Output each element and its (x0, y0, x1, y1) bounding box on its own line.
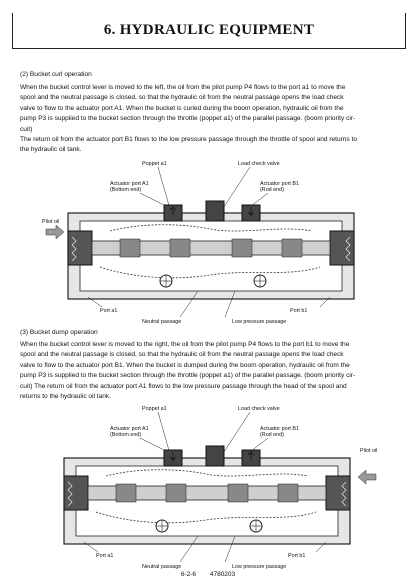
label-neutral-passage: Neutral passage (142, 319, 181, 325)
text-line: pump P3 is supplied to the bucket sectio… (20, 115, 356, 123)
curl-heading: (2) Bucket curl operation (20, 71, 92, 78)
label-poppet: Poppet a1 (142, 406, 167, 412)
text-line: When the bucket control lever is moved t… (20, 84, 346, 91)
label-poppet: Poppet a1 (142, 161, 167, 167)
label-actuator-b1: Actuator port B1 (260, 426, 299, 432)
document-code: 4780203 (209, 571, 236, 578)
label-actuator-a1-sub: (Bottom end) (110, 432, 141, 438)
text-line: pump P3 is supplied to the bucket sectio… (20, 372, 356, 380)
label-actuator-a1: Actuator port A1 (110, 181, 149, 187)
spool (91, 240, 331, 256)
label-port-a1: Port a1 (100, 308, 117, 314)
label-port-b1: Port b1 (290, 308, 307, 314)
curl-paragraph: When the bucket control lever is moved t… (20, 83, 402, 156)
pilot-oil-arrow-icon (45, 224, 65, 240)
label-load-check: Load check valve (238, 406, 280, 412)
text-line: returns to the hydraulic oil tank. (20, 393, 111, 401)
label-low-pressure-passage: Low pressure passage (232, 319, 286, 325)
label-actuator-a1: Actuator port A1 (110, 426, 149, 432)
dump-valve-diagram: Poppet a1 Load check valve Actuator port… (20, 402, 402, 570)
label-actuator-a1-sub: (Bottom end) (110, 187, 141, 193)
text-line: spool and the neutral passage is closed,… (20, 351, 344, 359)
label-actuator-b1-sub: (Rod end) (260, 432, 284, 438)
label-actuator-b1: Actuator port B1 (260, 181, 299, 187)
load-check-valve (205, 200, 225, 222)
spool (87, 485, 327, 501)
label-pilot-oil: Pilot oil (42, 219, 59, 225)
page-number: 6-2-6 (180, 571, 197, 578)
text-line: cuit) (20, 125, 33, 133)
load-check-valve (205, 445, 225, 467)
label-load-check: Load check valve (238, 161, 280, 167)
label-pilot-oil: Pilot oil (360, 448, 377, 454)
label-neutral-passage: Neutral passage (142, 564, 181, 570)
text-line: valve to flow to the actuator port B1. W… (20, 361, 350, 369)
text-line: When the bucket control lever is moved t… (20, 341, 350, 348)
dump-paragraph: When the bucket control lever is moved t… (20, 340, 402, 402)
label-port-a1: Port a1 (96, 553, 113, 559)
curl-valve-diagram: Poppet a1 Load check valve Actuator port… (20, 157, 402, 325)
page-title: 6. HYDRAULIC EQUIPMENT (103, 22, 315, 38)
text-line: cuit) The return oil from the actuator p… (20, 382, 347, 390)
dump-heading: (3) Bucket dump operation (20, 329, 98, 336)
label-actuator-b1-sub: (Rod end) (260, 187, 284, 193)
text-line: spool and the neutral passage is closed,… (20, 94, 344, 102)
text-line: The return oil from the actuator port B1… (20, 136, 357, 144)
text-line: the hydraulic oil tank. (20, 146, 82, 154)
text-line: valve to flow to the actuator port A1. W… (20, 104, 344, 112)
label-port-b1: Port b1 (288, 553, 305, 559)
label-low-pressure-passage: Low pressure passage (232, 564, 286, 570)
chapter-title-box: 6. HYDRAULIC EQUIPMENT (12, 13, 406, 49)
pilot-oil-arrow-icon (357, 469, 377, 485)
page-footer: 6-2-6 4780203 (0, 571, 416, 578)
